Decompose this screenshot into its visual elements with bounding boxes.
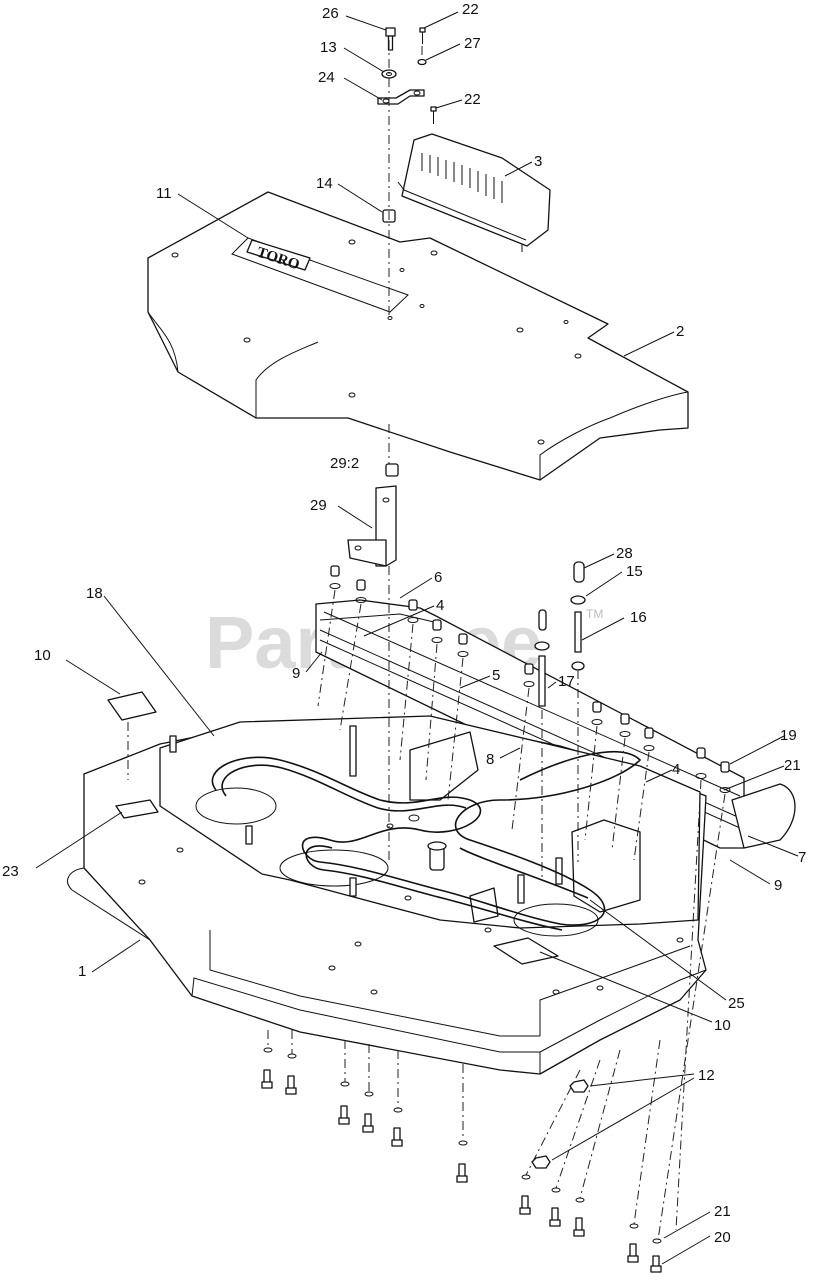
callout-15: 15 — [626, 563, 643, 580]
latch-bracket-29 — [347, 463, 399, 567]
callout-10-lower: 10 — [714, 1017, 731, 1034]
callout-9-upper: 9 — [292, 665, 300, 682]
callout-18: 18 — [86, 585, 103, 602]
watermark-trademark: TM — [586, 607, 603, 621]
callout-19: 19 — [780, 727, 797, 744]
leader-lines — [35, 11, 799, 1265]
mower-deck-housing — [67, 715, 707, 1075]
callout-22-lower: 22 — [464, 91, 481, 108]
callout-21-lower: 21 — [714, 1203, 731, 1220]
callout-12: 12 — [698, 1067, 715, 1084]
callout-23: 23 — [2, 863, 19, 880]
rail-fasteners — [329, 561, 731, 793]
drive-belt — [211, 751, 642, 931]
callout-26: 26 — [322, 5, 339, 22]
callout-29: 29 — [310, 497, 327, 514]
callout-14: 14 — [316, 175, 333, 192]
assembly-centerlines — [127, 40, 726, 1241]
callout-25: 25 — [728, 995, 745, 1012]
callout-10-upper: 10 — [34, 647, 51, 664]
callout-5: 5 — [492, 667, 500, 684]
callout-22-top: 22 — [462, 1, 479, 18]
deck-cover-top: TORO — [147, 191, 689, 481]
bottom-bolts — [261, 1047, 662, 1273]
callout-16: 16 — [630, 609, 647, 626]
callout-4-upper: 4 — [436, 597, 444, 614]
callout-2: 2 — [676, 323, 684, 340]
callout-9-lower: 9 — [774, 877, 782, 894]
end-cap-7 — [731, 783, 796, 849]
belt-guard-cover — [397, 133, 551, 252]
callout-28: 28 — [616, 545, 633, 562]
callout-6: 6 — [434, 569, 442, 586]
decal-10-floating — [107, 691, 157, 721]
callout-8: 8 — [486, 751, 494, 768]
callout-29-2: 29:2 — [330, 455, 359, 472]
callout-4-lower: 4 — [672, 761, 680, 778]
callout-21-upper: 21 — [784, 757, 801, 774]
callout-13: 13 — [320, 39, 337, 56]
callout-11: 11 — [156, 185, 172, 202]
callout-labels: 26 22 13 27 24 22 3 14 11 2 29:2 29 28 1… — [2, 1, 806, 1246]
callout-27: 27 — [464, 35, 481, 52]
callout-20: 20 — [714, 1229, 731, 1246]
callout-17: 17 — [558, 673, 575, 690]
callout-1: 1 — [78, 963, 86, 980]
callout-24: 24 — [318, 69, 335, 86]
callout-3: 3 — [534, 153, 542, 170]
callout-7: 7 — [798, 849, 806, 866]
